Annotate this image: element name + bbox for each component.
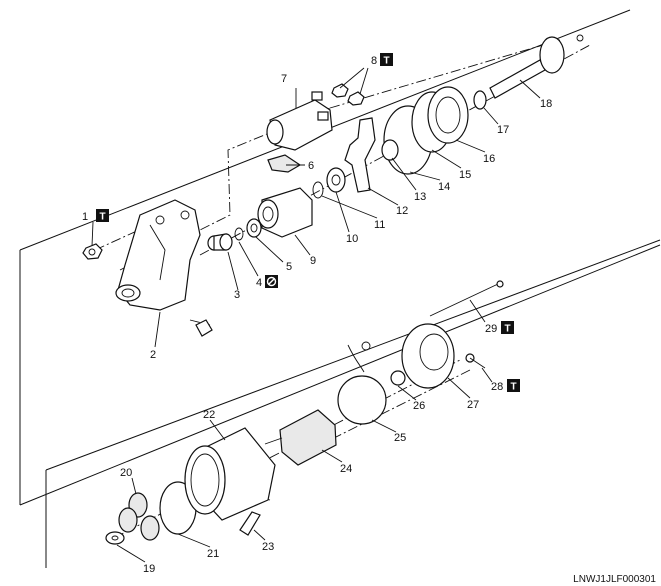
callout-21: 21 (207, 548, 219, 560)
callout-25: 25 (394, 432, 406, 444)
callout-6: 6 (308, 160, 314, 172)
callout-2: 2 (150, 349, 156, 361)
figure-code: LNWJ1JLF000301 (573, 574, 656, 585)
torque-wrench-icon: T (380, 53, 393, 67)
callout-28: 28 (491, 381, 503, 393)
part-24-armature (264, 409, 337, 466)
part-6-bracket (267, 154, 302, 173)
svg-text:T: T (99, 212, 105, 223)
part-11-ring (312, 181, 324, 199)
part-29-through-bolt (429, 280, 504, 317)
callout-8: 8 (371, 55, 377, 67)
part-19-washer (105, 531, 125, 545)
leader-lines (91, 67, 541, 563)
part-10-washer (326, 167, 346, 193)
callout-12: 12 (396, 205, 408, 217)
callout-18: 18 (540, 98, 552, 110)
callout-19: 19 (143, 563, 155, 575)
callout-10: 10 (346, 233, 358, 245)
callout-20: 20 (120, 467, 132, 479)
torque-wrench-icon: T (96, 209, 109, 223)
part-2-drive-housing (115, 199, 213, 337)
svg-text:T: T (504, 324, 510, 335)
part-27-end-frame (401, 323, 455, 389)
callout-1: 1 (82, 211, 88, 223)
callout-11: 11 (374, 219, 385, 231)
callout-13: 13 (414, 191, 426, 203)
part-22-yoke (184, 427, 276, 521)
svg-text:T: T (510, 382, 516, 393)
callout-23: 23 (262, 541, 274, 553)
part-3-bushing (207, 233, 233, 251)
part-8-nuts (331, 83, 365, 106)
callout-5: 5 (286, 261, 292, 273)
callout-29: 29 (485, 323, 497, 335)
callout-3: 3 (234, 289, 240, 301)
callouts: 1 T 2 3 4 5 6 7 8 T 9 10 11 12 13 14 15 … (82, 53, 552, 575)
part-7-magnetic-switch (266, 91, 333, 151)
part-28-screw (465, 353, 486, 369)
callout-17: 17 (497, 124, 509, 136)
torque-wrench-icon: T (501, 321, 514, 335)
part-18-output-shaft (489, 34, 584, 99)
part-17-washer (473, 90, 487, 110)
part-13-16-gear-set (381, 86, 469, 175)
callout-27: 27 (467, 399, 479, 411)
part-12-drive-lever (344, 117, 376, 193)
part-9-overrunning-clutch (257, 187, 313, 238)
callout-26: 26 (413, 400, 425, 412)
callout-9: 9 (310, 255, 316, 267)
part-4-snap-ring (234, 227, 244, 241)
callout-24: 24 (340, 463, 352, 475)
callout-4: 4 (256, 277, 262, 289)
torque-wrench-icon: T (507, 379, 520, 393)
part-26-bushing (390, 370, 406, 386)
part-1-nut (82, 243, 103, 260)
callout-7: 7 (281, 73, 287, 85)
do-not-reuse-icon (265, 275, 278, 288)
part-23-lead-wire (239, 511, 261, 536)
callout-14: 14 (438, 181, 450, 193)
part-20-planetary-gears (118, 492, 160, 541)
callout-16: 16 (483, 153, 495, 165)
callout-15: 15 (459, 169, 471, 181)
part-25-brush-holder (337, 341, 387, 425)
svg-text:T: T (383, 56, 389, 67)
callout-22: 22 (203, 409, 215, 421)
part-5-stop-collar (246, 218, 262, 238)
